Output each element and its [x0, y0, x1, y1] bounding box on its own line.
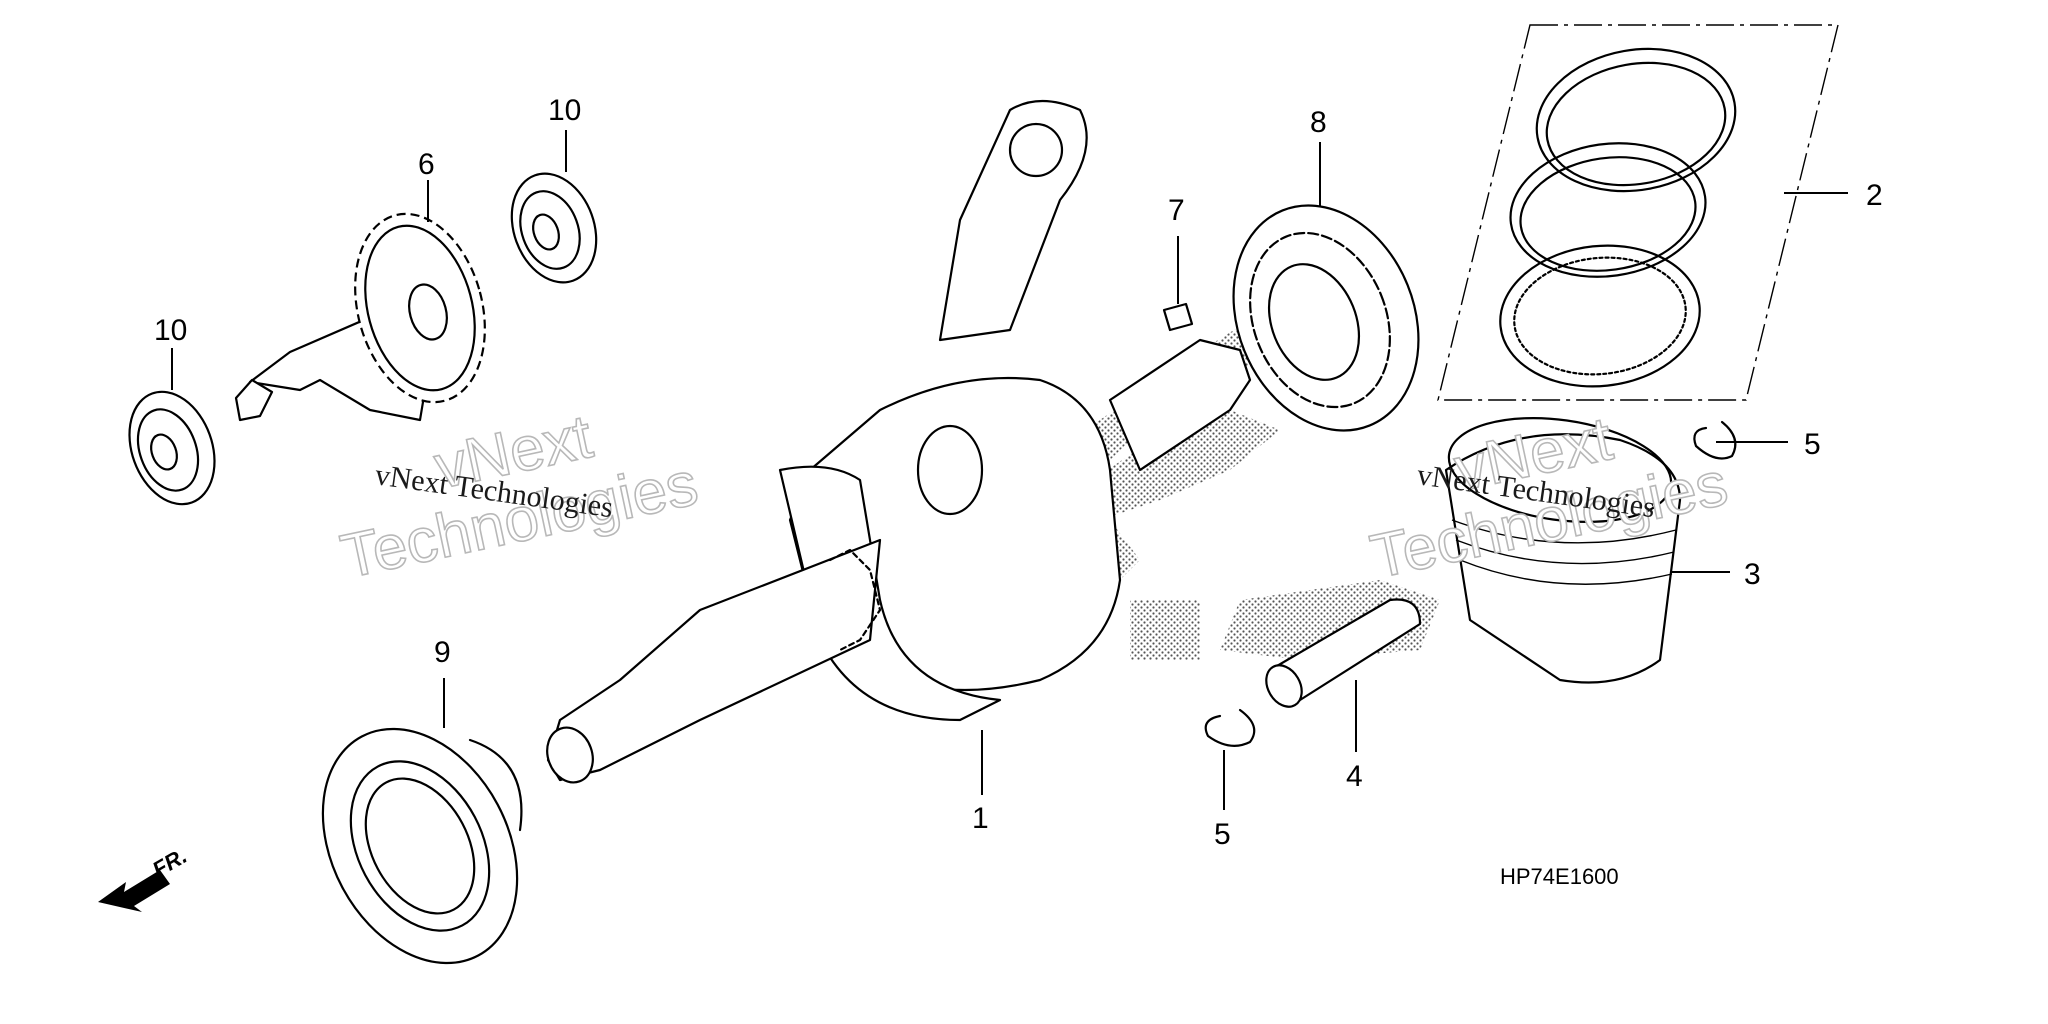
callout-5-right: 5 [1804, 428, 1821, 461]
part-3-piston [1444, 416, 1682, 684]
callout-numbers: 1 2 3 4 5 5 6 7 8 9 10 10 [154, 94, 1883, 851]
part-8-bearing [1232, 204, 1420, 432]
part-7-key [1162, 302, 1194, 332]
callout-2: 2 [1866, 179, 1883, 212]
part-6-balancer-gear [234, 212, 486, 422]
part-4-piston-pin [1265, 598, 1422, 708]
part-10-bearing-left [128, 390, 216, 506]
callout-8: 8 [1310, 106, 1327, 139]
part-2-piston-rings [1437, 24, 1839, 401]
leader-lines [171, 130, 1848, 810]
callout-1: 1 [972, 802, 989, 835]
callout-6: 6 [418, 148, 435, 181]
part-1-crankshaft [546, 100, 1252, 784]
part-5-circlip-right [1693, 420, 1737, 460]
diagram-code: HP74E1600 [1500, 864, 1619, 889]
part-9-bearing [321, 727, 523, 965]
part-10-bearing-top [510, 172, 598, 284]
callout-5-left: 5 [1214, 818, 1231, 851]
callout-7: 7 [1168, 194, 1185, 227]
callout-3: 3 [1744, 558, 1761, 591]
part-5-circlip-left [1204, 708, 1256, 747]
callout-10-top: 10 [548, 94, 581, 127]
callout-9: 9 [434, 636, 451, 669]
callout-10-left: 10 [154, 314, 187, 347]
front-arrow: FR. [98, 843, 191, 912]
callout-4: 4 [1346, 760, 1363, 793]
